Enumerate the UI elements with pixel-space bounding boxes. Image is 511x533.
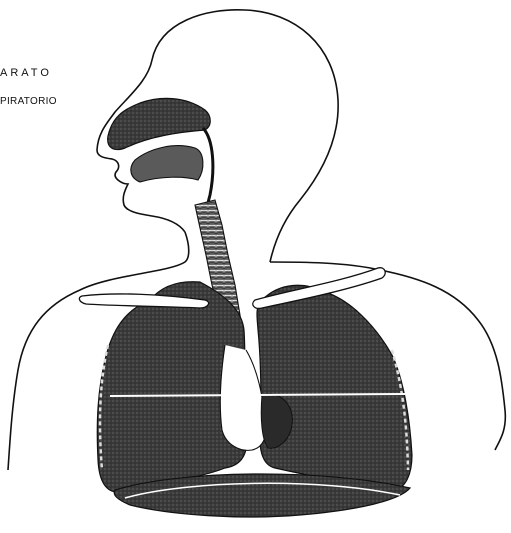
diaphragm: [114, 474, 410, 517]
oral-cavity: [131, 146, 203, 182]
right-lung: [257, 285, 412, 490]
head-outline: [152, 10, 338, 262]
bronchi: [220, 345, 266, 450]
nasal-cavity: [108, 98, 211, 149]
